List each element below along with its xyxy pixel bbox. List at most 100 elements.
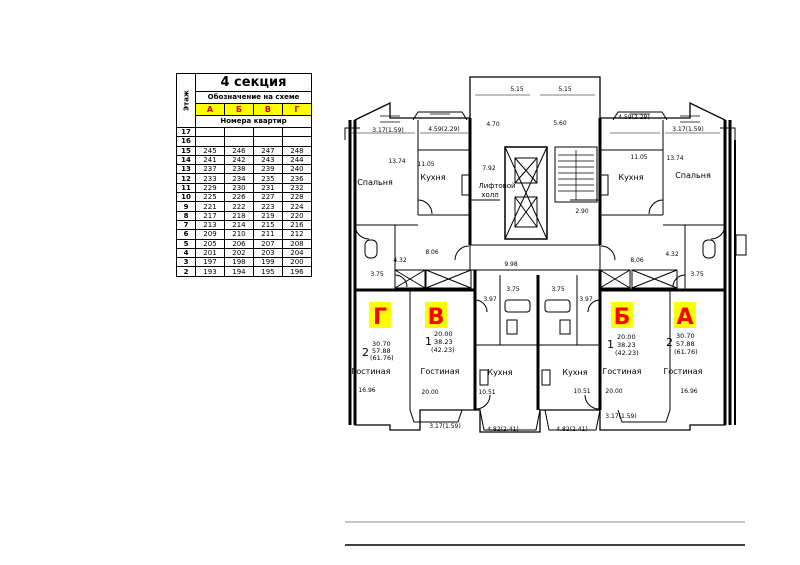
apartment-number: 213 [195,219,225,231]
apartment-numbers-table: Этаж 4 секция Обозначение на схеме А Б В… [176,73,313,277]
dim-label: 4.82(2.41) [487,426,518,433]
total-area: 38.23 [434,338,453,346]
apartment-number: 216 [281,219,313,231]
dim-label: 13.74 [388,158,405,165]
apartment-number: 219 [252,210,283,221]
dim-label: 10.51 [573,388,590,395]
apartment-number: 222 [223,201,254,212]
floor-number: 6 [176,229,196,240]
apartment-number: 241 [195,154,225,166]
dim-label: 5.60 [553,120,567,127]
apartment-number: 217 [195,210,225,221]
apartment-number: 234 [223,173,254,184]
apartment-letter-b: Б [611,302,633,330]
floor-number: 4 [176,247,196,259]
living-area: 30.70 [676,332,695,340]
room-label: Лифтовой [478,182,515,190]
apartment-number: 200 [281,257,313,268]
letter-text: Г [373,305,387,330]
apartment-number: 198 [223,257,254,268]
dim-label: 3.17(1.59) [605,413,636,420]
apartment-number [223,126,254,138]
living-area: 20.00 [434,330,453,338]
apartment-number: 206 [223,238,254,249]
floor-number: 11 [176,182,196,194]
apartment-number: 239 [252,164,283,175]
floor-row: 17 [176,126,313,138]
apartment-number: 236 [281,173,313,184]
total-area: 57.88 [676,340,695,348]
floor-number: 16 [176,136,196,147]
dim-label: 8.06 [630,257,644,264]
dim-label: 16.96 [680,388,697,395]
rooms-count: 1 [607,338,614,351]
apartment-number: 210 [223,229,254,240]
apartment-number: 226 [223,192,254,203]
apartment-number: 194 [223,266,254,277]
dim-label: 3.17(1.59) [672,126,703,133]
dim-label: 11.05 [417,161,434,168]
floor-number: 2 [176,266,196,277]
apartment-number: 229 [195,182,225,194]
building-outline [354,76,726,433]
apartment-number: 247 [252,145,283,156]
floor-number: 5 [176,238,196,249]
rooms-count: 2 [666,336,673,349]
apartment-number: 214 [223,219,254,231]
letter-bg [425,302,447,328]
letter-cell: Б [223,103,254,116]
dim-label: 11.05 [630,154,647,161]
apartment-number: 215 [252,219,283,231]
total-area: 38.23 [617,341,636,349]
apartment-number: 230 [223,182,254,194]
apartment-number: 196 [281,266,313,277]
dim-label: 3.75 [370,271,384,278]
apartment-letter-a: А [674,302,696,330]
apartment-number [223,136,254,147]
section-title: 4 секция [195,73,312,92]
apartment-number: 231 [252,182,283,194]
letter-text: Б [614,305,631,330]
apartment-number: 203 [252,247,283,259]
apartment-number: 218 [223,210,254,221]
dim-label: 3.75 [690,271,704,278]
dim-label: 3.75 [551,286,565,293]
room-label: Гостиная [421,367,460,376]
letter-bg [674,302,696,328]
apartment-number: 240 [281,164,313,175]
letter-cell: Г [281,103,313,116]
dim-label: 4.82(2.41) [556,426,587,433]
letter-cell: В [252,103,283,116]
letter-text: В [428,305,445,330]
letter-bg [611,302,633,328]
rooms-count: 1 [425,335,432,348]
apartment-number: 224 [281,201,313,212]
apartment-number [195,126,225,138]
room-label: Кухня [420,173,445,182]
dim-label: 3.97 [483,296,497,303]
dim-label: 3.17(1.59) [372,127,403,134]
floor-header: Этаж [176,73,196,128]
dim-label: 20.00 [605,388,622,395]
apartment-number: 244 [281,154,313,166]
apartment-number [195,136,225,147]
room-label: Спальня [675,171,711,180]
dim-label: 20.00 [421,389,438,396]
dim-label: 8.06 [425,249,439,256]
apartment-number: 238 [223,164,254,175]
apartment-number: 223 [252,201,283,212]
apartment-number: 245 [195,145,225,156]
apartment-number: 228 [281,192,313,203]
dim-label: 9.98 [504,261,518,268]
apartment-number: 246 [223,145,254,156]
letter-cell: А [195,103,225,116]
apartment-number: 201 [195,247,225,259]
